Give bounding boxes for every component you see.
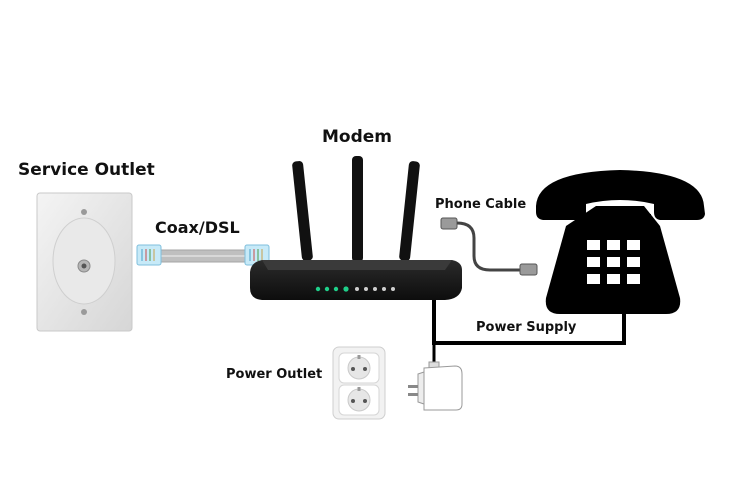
power-outlet-icon — [332, 346, 386, 420]
power-adapter-icon — [408, 361, 463, 411]
service-outlet-icon — [36, 192, 133, 332]
modem-label: Modem — [322, 127, 393, 147]
power-outlet-label: Power Outlet — [226, 367, 323, 382]
coax-dsl-cable-icon — [136, 244, 270, 266]
power-supply-label: Power Supply — [476, 320, 577, 335]
phone-cable-icon — [440, 217, 538, 276]
phone-cable-label: Phone Cable — [435, 197, 527, 212]
service-outlet-label: Service Outlet — [18, 160, 155, 180]
telephone-icon — [536, 170, 705, 314]
modem-router-icon — [250, 156, 462, 300]
power-supply-cable — [432, 300, 626, 345]
coax-dsl-label: Coax/DSL — [155, 218, 240, 237]
